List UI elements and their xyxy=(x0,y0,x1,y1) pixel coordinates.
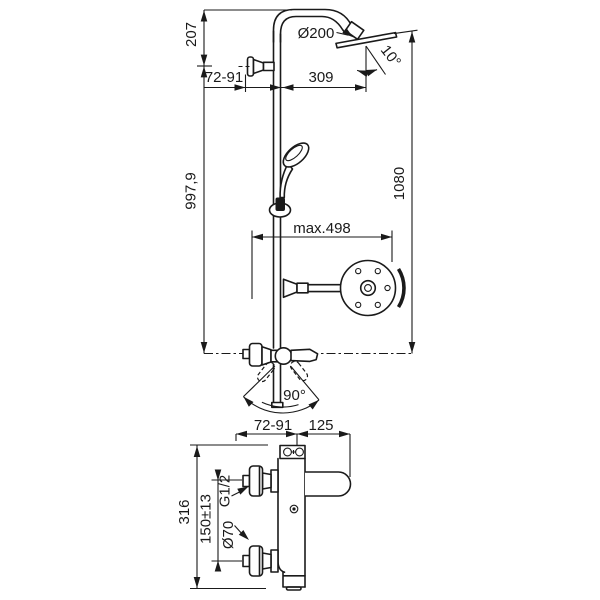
handle-knob-top xyxy=(242,465,279,497)
gooseneck-shower-arm xyxy=(272,8,354,43)
body-screw-center xyxy=(292,507,296,511)
plate-hole xyxy=(374,301,381,309)
dia200-leader xyxy=(336,31,349,36)
mixer-body xyxy=(274,346,293,365)
upper-dimensions: 207 997,9 72-91 309 Ø200 10° 1080 max.49… xyxy=(183,9,418,404)
overhead-shower-head xyxy=(335,31,398,49)
upper-view-shower-column xyxy=(204,8,412,414)
body-screw xyxy=(289,504,299,514)
dim-label-309: 309 xyxy=(308,69,333,86)
mixer-neck xyxy=(261,345,272,366)
plate-hub xyxy=(359,279,377,297)
plate-hole xyxy=(374,267,381,275)
mixer-handle-knob xyxy=(248,342,263,367)
spout-swivel-ghost-right xyxy=(289,360,309,382)
dim-label-g12: G1/2 xyxy=(217,475,234,508)
dim-label-316: 316 xyxy=(176,499,193,524)
bath-spout-profile xyxy=(305,471,352,497)
dim-refs-316 xyxy=(190,444,268,590)
inlet-center-mark xyxy=(291,450,296,454)
gooseneck-shower-arm-inner xyxy=(279,15,345,43)
tub-spout xyxy=(290,348,319,363)
dim-label-max498: max.498 xyxy=(293,220,351,237)
mixer-handle-tip xyxy=(242,348,251,360)
dim-label-72-91-lower: 72-91 xyxy=(254,417,292,434)
bottom-cap-foot xyxy=(285,586,302,591)
handle-knob-bottom xyxy=(242,545,279,577)
dim-label-dia200: Ø200 xyxy=(298,25,335,42)
hand-shower-face xyxy=(285,144,303,162)
inlet-union-left xyxy=(283,447,292,457)
dim-label-207: 207 xyxy=(183,22,200,47)
inlet-union-right xyxy=(295,447,304,457)
hand-shower-head xyxy=(282,142,310,168)
lower-dimensions: 72-91 125 316 150±13 G1/2 Ø70 xyxy=(176,417,351,590)
wall-elbow-plate xyxy=(339,259,397,317)
dim-label-dia70: Ø70 xyxy=(220,521,237,549)
plate-hole xyxy=(355,267,362,275)
wall-mount-arm xyxy=(282,278,362,299)
plate-hole xyxy=(355,301,362,309)
hand-shower-holder xyxy=(268,197,292,218)
dim-line-max498 xyxy=(251,230,393,299)
lower-view-mixer-profile xyxy=(242,444,352,591)
hand-shower-handle xyxy=(279,162,294,199)
wall-bracket xyxy=(246,56,275,77)
dim-label-997-9: 997,9 xyxy=(183,172,200,210)
swivel-range-90 xyxy=(243,365,320,414)
head-plane-extension xyxy=(393,29,418,35)
dim-label-125: 125 xyxy=(308,417,333,434)
plate-hole xyxy=(384,284,391,292)
bath-spout-mixer xyxy=(242,342,319,367)
mixer-body-profile xyxy=(277,444,352,591)
plate-swivel-arrow xyxy=(396,267,406,309)
dim-label-1080: 1080 xyxy=(391,167,408,200)
plate-hub-center xyxy=(364,284,372,292)
dim-label-72-91-upper: 72-91 xyxy=(205,69,243,86)
hand-shower xyxy=(279,142,310,199)
dim-label-90deg: 90° xyxy=(283,387,306,404)
dim-label-150: 150±13 xyxy=(198,494,215,544)
dim-line-150 xyxy=(211,470,242,571)
angle-10-side xyxy=(365,45,386,75)
dim-label-10deg: 10° xyxy=(377,42,404,70)
